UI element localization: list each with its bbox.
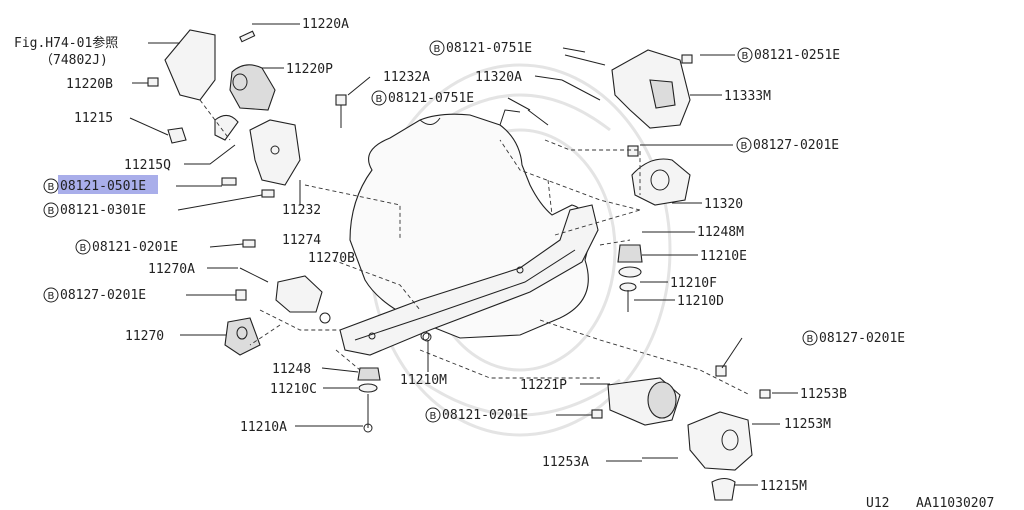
svg-text:B: B <box>742 51 749 62</box>
svg-text:B: B <box>80 243 87 254</box>
svg-text:B: B <box>741 141 748 152</box>
part-label: 08121-0201E <box>92 240 178 255</box>
bolt-marker-icon: B <box>75 239 91 255</box>
part-label: 11210C <box>270 382 317 397</box>
bolt-marker-icon: B <box>43 178 59 194</box>
figure-reference: Fig.H74-01参照 <box>14 35 118 51</box>
part-label: 11320A <box>475 70 522 85</box>
bolt-marker-icon: B <box>43 202 59 218</box>
bolt-marker-icon: B <box>425 407 441 423</box>
part-label: 08121-0751E <box>388 91 474 106</box>
part-label: 11221P <box>520 378 567 393</box>
part-label: 11248M <box>697 225 744 240</box>
assembly-dashes <box>199 99 751 396</box>
footer-model: U12 <box>866 496 889 510</box>
part-label: 11248 <box>272 362 311 377</box>
part-label: 11333M <box>724 89 771 104</box>
svg-text:B: B <box>48 182 55 193</box>
part-label: 11210M <box>400 373 447 388</box>
highlight-box <box>58 175 158 194</box>
svg-text:B: B <box>807 334 814 345</box>
part-label: 11215 <box>74 111 113 126</box>
footer-code: AA11030207 <box>916 496 994 510</box>
part-label: 11220B <box>66 77 113 92</box>
part-label: 11270 <box>125 329 164 344</box>
bolt-marker-icon: B <box>43 287 59 303</box>
crossmember <box>339 204 599 356</box>
part-label: 11210F <box>670 276 717 291</box>
part-label: 11220A <box>302 17 349 32</box>
part-label: 11215M <box>760 479 807 494</box>
part-label: 08121-0501E <box>60 179 146 194</box>
bolt-marker-icon: B <box>737 47 753 63</box>
leader-lines <box>129 23 798 486</box>
bolt-markers: B B B B B B B B B B <box>43 40 818 423</box>
part-label: 11210A <box>240 420 287 435</box>
bolt-marker-icon: B <box>429 40 445 56</box>
part-label: 08127-0201E <box>819 331 905 346</box>
part-label: 11210E <box>700 249 747 264</box>
part-label: 11270A <box>148 262 195 277</box>
part-label: 11210D <box>677 294 724 309</box>
part-label: 08121-0251E <box>754 48 840 63</box>
part-label: 11253A <box>542 455 589 470</box>
part-label: 11232 <box>282 203 321 218</box>
svg-text:B: B <box>434 44 441 55</box>
part-label: 08121-0751E <box>446 41 532 56</box>
part-label: 08121-0201E <box>442 408 528 423</box>
svg-text:B: B <box>430 411 437 422</box>
svg-text:B: B <box>48 291 55 302</box>
bolt-set <box>147 30 771 459</box>
svg-text:B: B <box>48 206 55 217</box>
part-label: 11274 <box>282 233 321 248</box>
bolt-marker-icon: B <box>802 330 818 346</box>
part-label: 08127-0201E <box>753 138 839 153</box>
part-label: 11215Q <box>124 158 171 173</box>
bolt-marker-icon: B <box>736 137 752 153</box>
figure-reference-code: （74802J) <box>40 53 108 68</box>
part-label: 11220P <box>286 62 333 77</box>
part-label: 11253B <box>800 387 847 402</box>
part-labels: Fig.H74-01参照 （74802J) 11220A 11220P 1122… <box>14 17 994 510</box>
part-label: 11232A <box>383 70 430 85</box>
part-label: 11320 <box>704 197 743 212</box>
part-label: 08121-0301E <box>60 203 146 218</box>
svg-text:B: B <box>376 94 383 105</box>
part-label: 11270B <box>308 251 355 266</box>
part-label: 08127-0201E <box>60 288 146 303</box>
bolt-marker-icon: B <box>371 90 387 106</box>
part-label: 11253M <box>784 417 831 432</box>
